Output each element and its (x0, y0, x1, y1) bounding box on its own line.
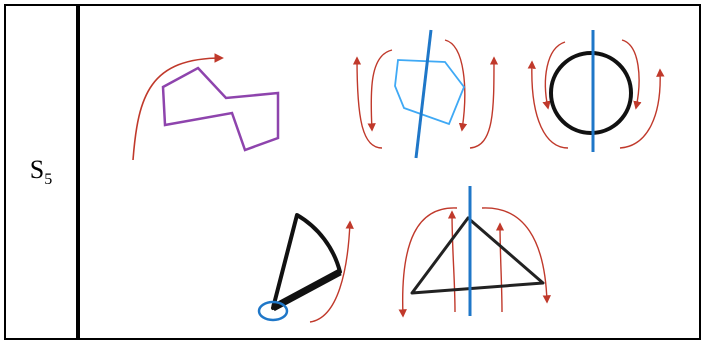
figure-sector (257, 213, 354, 323)
row-label-subscript: 5 (44, 170, 53, 188)
row-label: S5 (29, 154, 53, 188)
lightblue-polygon (394, 59, 466, 126)
rotation-arrow (367, 49, 393, 132)
purple-polygon (161, 66, 280, 152)
rotation-arrow (469, 56, 499, 149)
pivot-marker (257, 300, 289, 322)
rotation-axis (414, 29, 433, 159)
rotation-arrow (309, 220, 354, 323)
rotation-arrow (621, 39, 642, 110)
rotation-arrow (481, 207, 551, 304)
rotation-arrow (527, 60, 569, 149)
rotation-arrow (447, 210, 457, 313)
table-frame: S5 (4, 4, 701, 340)
rotation-arrow (619, 68, 665, 149)
circular-sector (271, 213, 342, 310)
figure-circle (527, 30, 665, 152)
figure-purple-polygon (132, 53, 280, 161)
rotation-arrow (132, 53, 224, 161)
black-triangle (410, 216, 545, 295)
rotation-arrow (542, 41, 566, 110)
figure-triangle (398, 186, 551, 318)
rotation-arrow (352, 56, 383, 149)
row-label-cell: S5 (6, 6, 76, 338)
black-circle (549, 51, 633, 135)
figure-blue-polygon (352, 29, 499, 159)
sector-bold-edge (271, 268, 342, 312)
rotation-arrow (495, 222, 505, 313)
column-divider (76, 6, 80, 338)
rotation-arrow (398, 207, 458, 318)
rotation-arrow (444, 39, 468, 132)
row-label-main: S (29, 154, 45, 184)
